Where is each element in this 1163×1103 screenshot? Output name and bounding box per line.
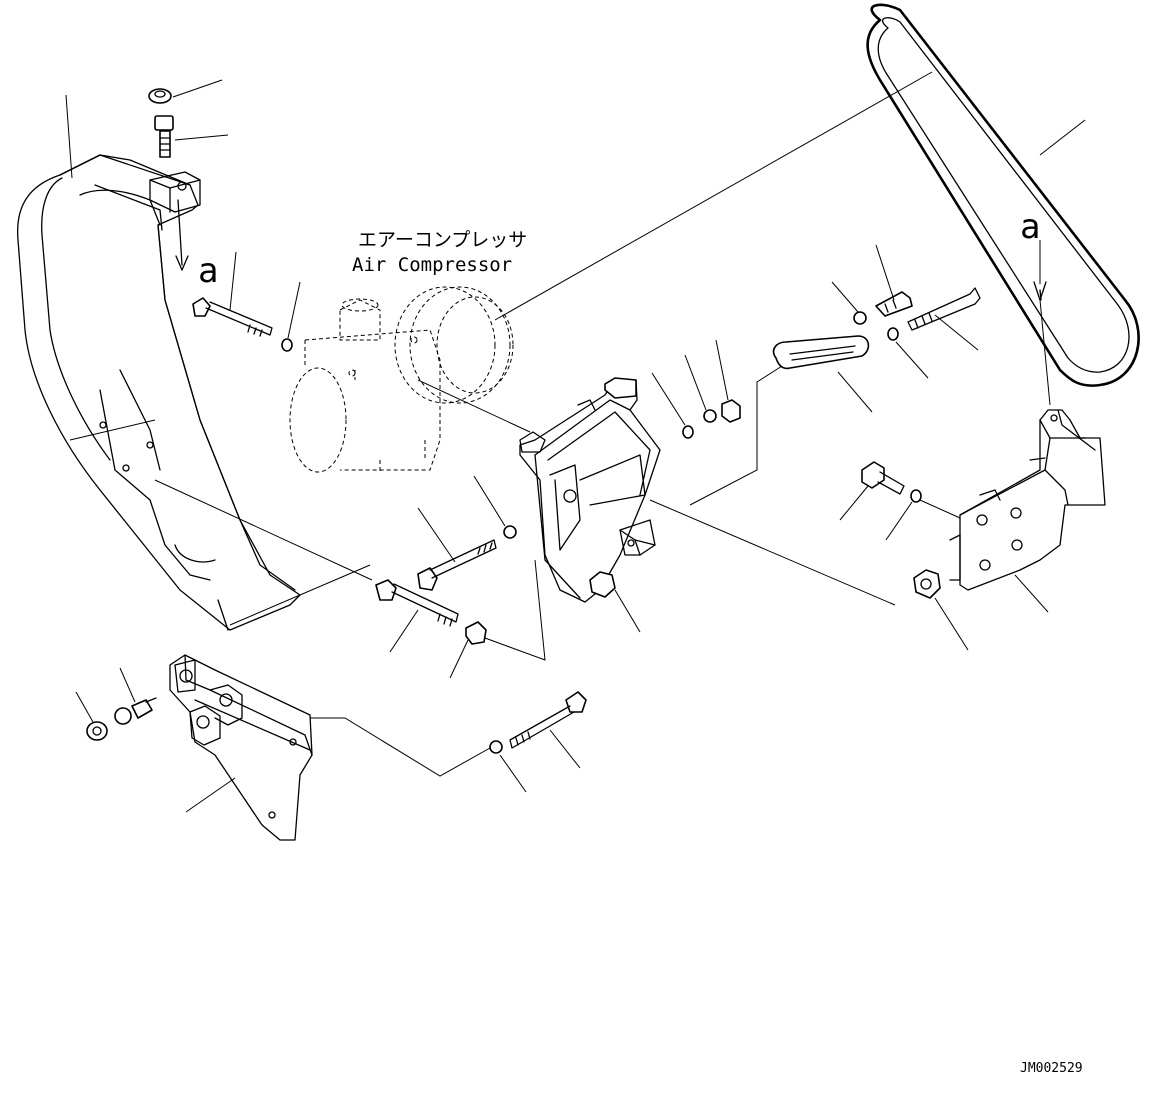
guard-top-hardware (148, 88, 189, 271)
drawing-id: JM002529 (1020, 1061, 1083, 1076)
upper-right-hardware (853, 287, 981, 341)
right-mount-bracket (949, 409, 1106, 591)
belt-guard (16, 154, 301, 631)
reference-a-right: a (1020, 207, 1040, 247)
right-bracket-hardware (861, 461, 941, 599)
compressor-label-en: Air Compressor (352, 254, 512, 276)
adjusting-link (772, 335, 870, 370)
bracket-hardware (417, 399, 741, 591)
compressor-bracket (519, 377, 661, 603)
reference-lines (69, 71, 961, 777)
lower-left-hardware (86, 697, 157, 741)
air-compressor-ghost (289, 286, 514, 473)
reference-a-left: a (198, 251, 218, 291)
bolt-top-left (192, 297, 293, 352)
callout-leaders (65, 79, 1086, 813)
lower-left-bracket (169, 654, 313, 841)
v-belt (866, 3, 1140, 387)
lower-bolts (375, 579, 587, 754)
compressor-label-jp: エアーコンプレッサ (358, 229, 527, 251)
